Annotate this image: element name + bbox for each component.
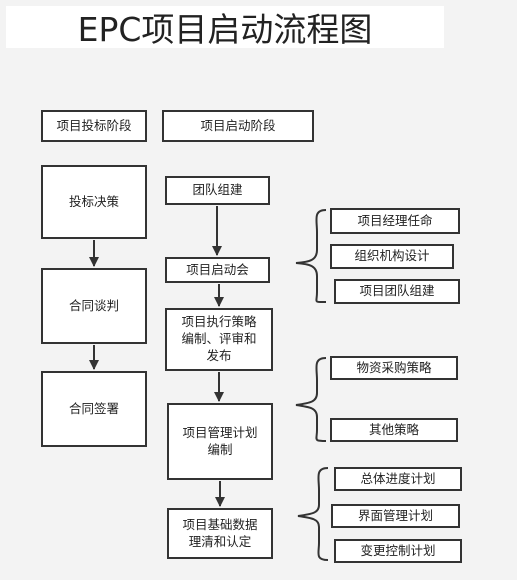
node-team-setup-label: 团队组建 bbox=[192, 182, 243, 198]
stage-bidding: 项目投标阶段 bbox=[41, 110, 147, 142]
item-master-schedule-label: 总体进度计划 bbox=[360, 470, 436, 486]
item-master-schedule: 总体进度计划 bbox=[334, 467, 462, 491]
item-team-building-label: 项目团队组建 bbox=[359, 283, 435, 299]
plan-line-2: 编制 bbox=[207, 441, 233, 457]
item-pm-appointment-label: 项目经理任命 bbox=[357, 212, 433, 228]
item-other-strategy-label: 其他策略 bbox=[368, 421, 419, 437]
title-bar: EPC项目启动流程图 bbox=[6, 6, 444, 49]
node-execution-strategy: 项目执行策略 编制、评审和 发布 bbox=[165, 308, 273, 371]
item-org-design: 组织机构设计 bbox=[330, 244, 454, 269]
item-change-control: 变更控制计划 bbox=[334, 539, 462, 563]
node-contract-negotiation-label: 合同谈判 bbox=[68, 297, 119, 313]
strategy-line-3: 发布 bbox=[206, 347, 232, 363]
brace-strategy bbox=[295, 357, 327, 442]
stage-startup: 项目启动阶段 bbox=[162, 110, 314, 142]
item-change-control-label: 变更控制计划 bbox=[360, 542, 436, 558]
brace-plan bbox=[297, 467, 329, 561]
brace-kickoff bbox=[295, 209, 327, 304]
node-kickoff-meeting-label: 项目启动会 bbox=[186, 261, 249, 277]
item-org-design-label: 组织机构设计 bbox=[354, 248, 430, 264]
node-management-plan: 项目管理计划 编制 bbox=[167, 403, 273, 480]
plan-line-1: 项目管理计划 bbox=[182, 424, 258, 440]
baseline-line-2: 理清和认定 bbox=[188, 533, 252, 549]
item-interface-plan-label: 界面管理计划 bbox=[357, 507, 433, 523]
node-kickoff-meeting: 项目启动会 bbox=[165, 257, 270, 283]
stage-bidding-label: 项目投标阶段 bbox=[56, 117, 132, 133]
baseline-line-1: 项目基础数据 bbox=[182, 516, 258, 532]
node-management-plan-label: 项目管理计划 编制 bbox=[182, 425, 257, 459]
item-interface-plan: 界面管理计划 bbox=[331, 504, 460, 528]
strategy-line-2: 编制、评审和 bbox=[181, 331, 257, 347]
item-other-strategy: 其他策略 bbox=[330, 418, 458, 442]
diagram-title: EPC项目启动流程图 bbox=[77, 10, 373, 49]
stage-startup-label: 项目启动阶段 bbox=[200, 117, 276, 133]
node-baseline-data: 项目基础数据 理清和认定 bbox=[167, 508, 273, 559]
node-bid-decision-label: 投标决策 bbox=[68, 193, 119, 209]
node-baseline-data-label: 项目基础数据 理清和认定 bbox=[182, 517, 257, 551]
strategy-line-1: 项目执行策略 bbox=[181, 314, 257, 330]
node-bid-decision: 投标决策 bbox=[41, 165, 147, 239]
node-contract-signing: 合同签署 bbox=[41, 371, 147, 447]
item-pm-appointment: 项目经理任命 bbox=[330, 208, 460, 234]
node-contract-signing-label: 合同签署 bbox=[68, 400, 119, 416]
node-contract-negotiation: 合同谈判 bbox=[41, 268, 147, 344]
item-procurement-strategy: 物资采购策略 bbox=[330, 356, 458, 380]
node-execution-strategy-label: 项目执行策略 编制、评审和 发布 bbox=[181, 314, 256, 365]
item-team-building: 项目团队组建 bbox=[334, 279, 460, 304]
item-procurement-strategy-label: 物资采购策略 bbox=[356, 359, 432, 375]
node-team-setup: 团队组建 bbox=[165, 176, 270, 205]
